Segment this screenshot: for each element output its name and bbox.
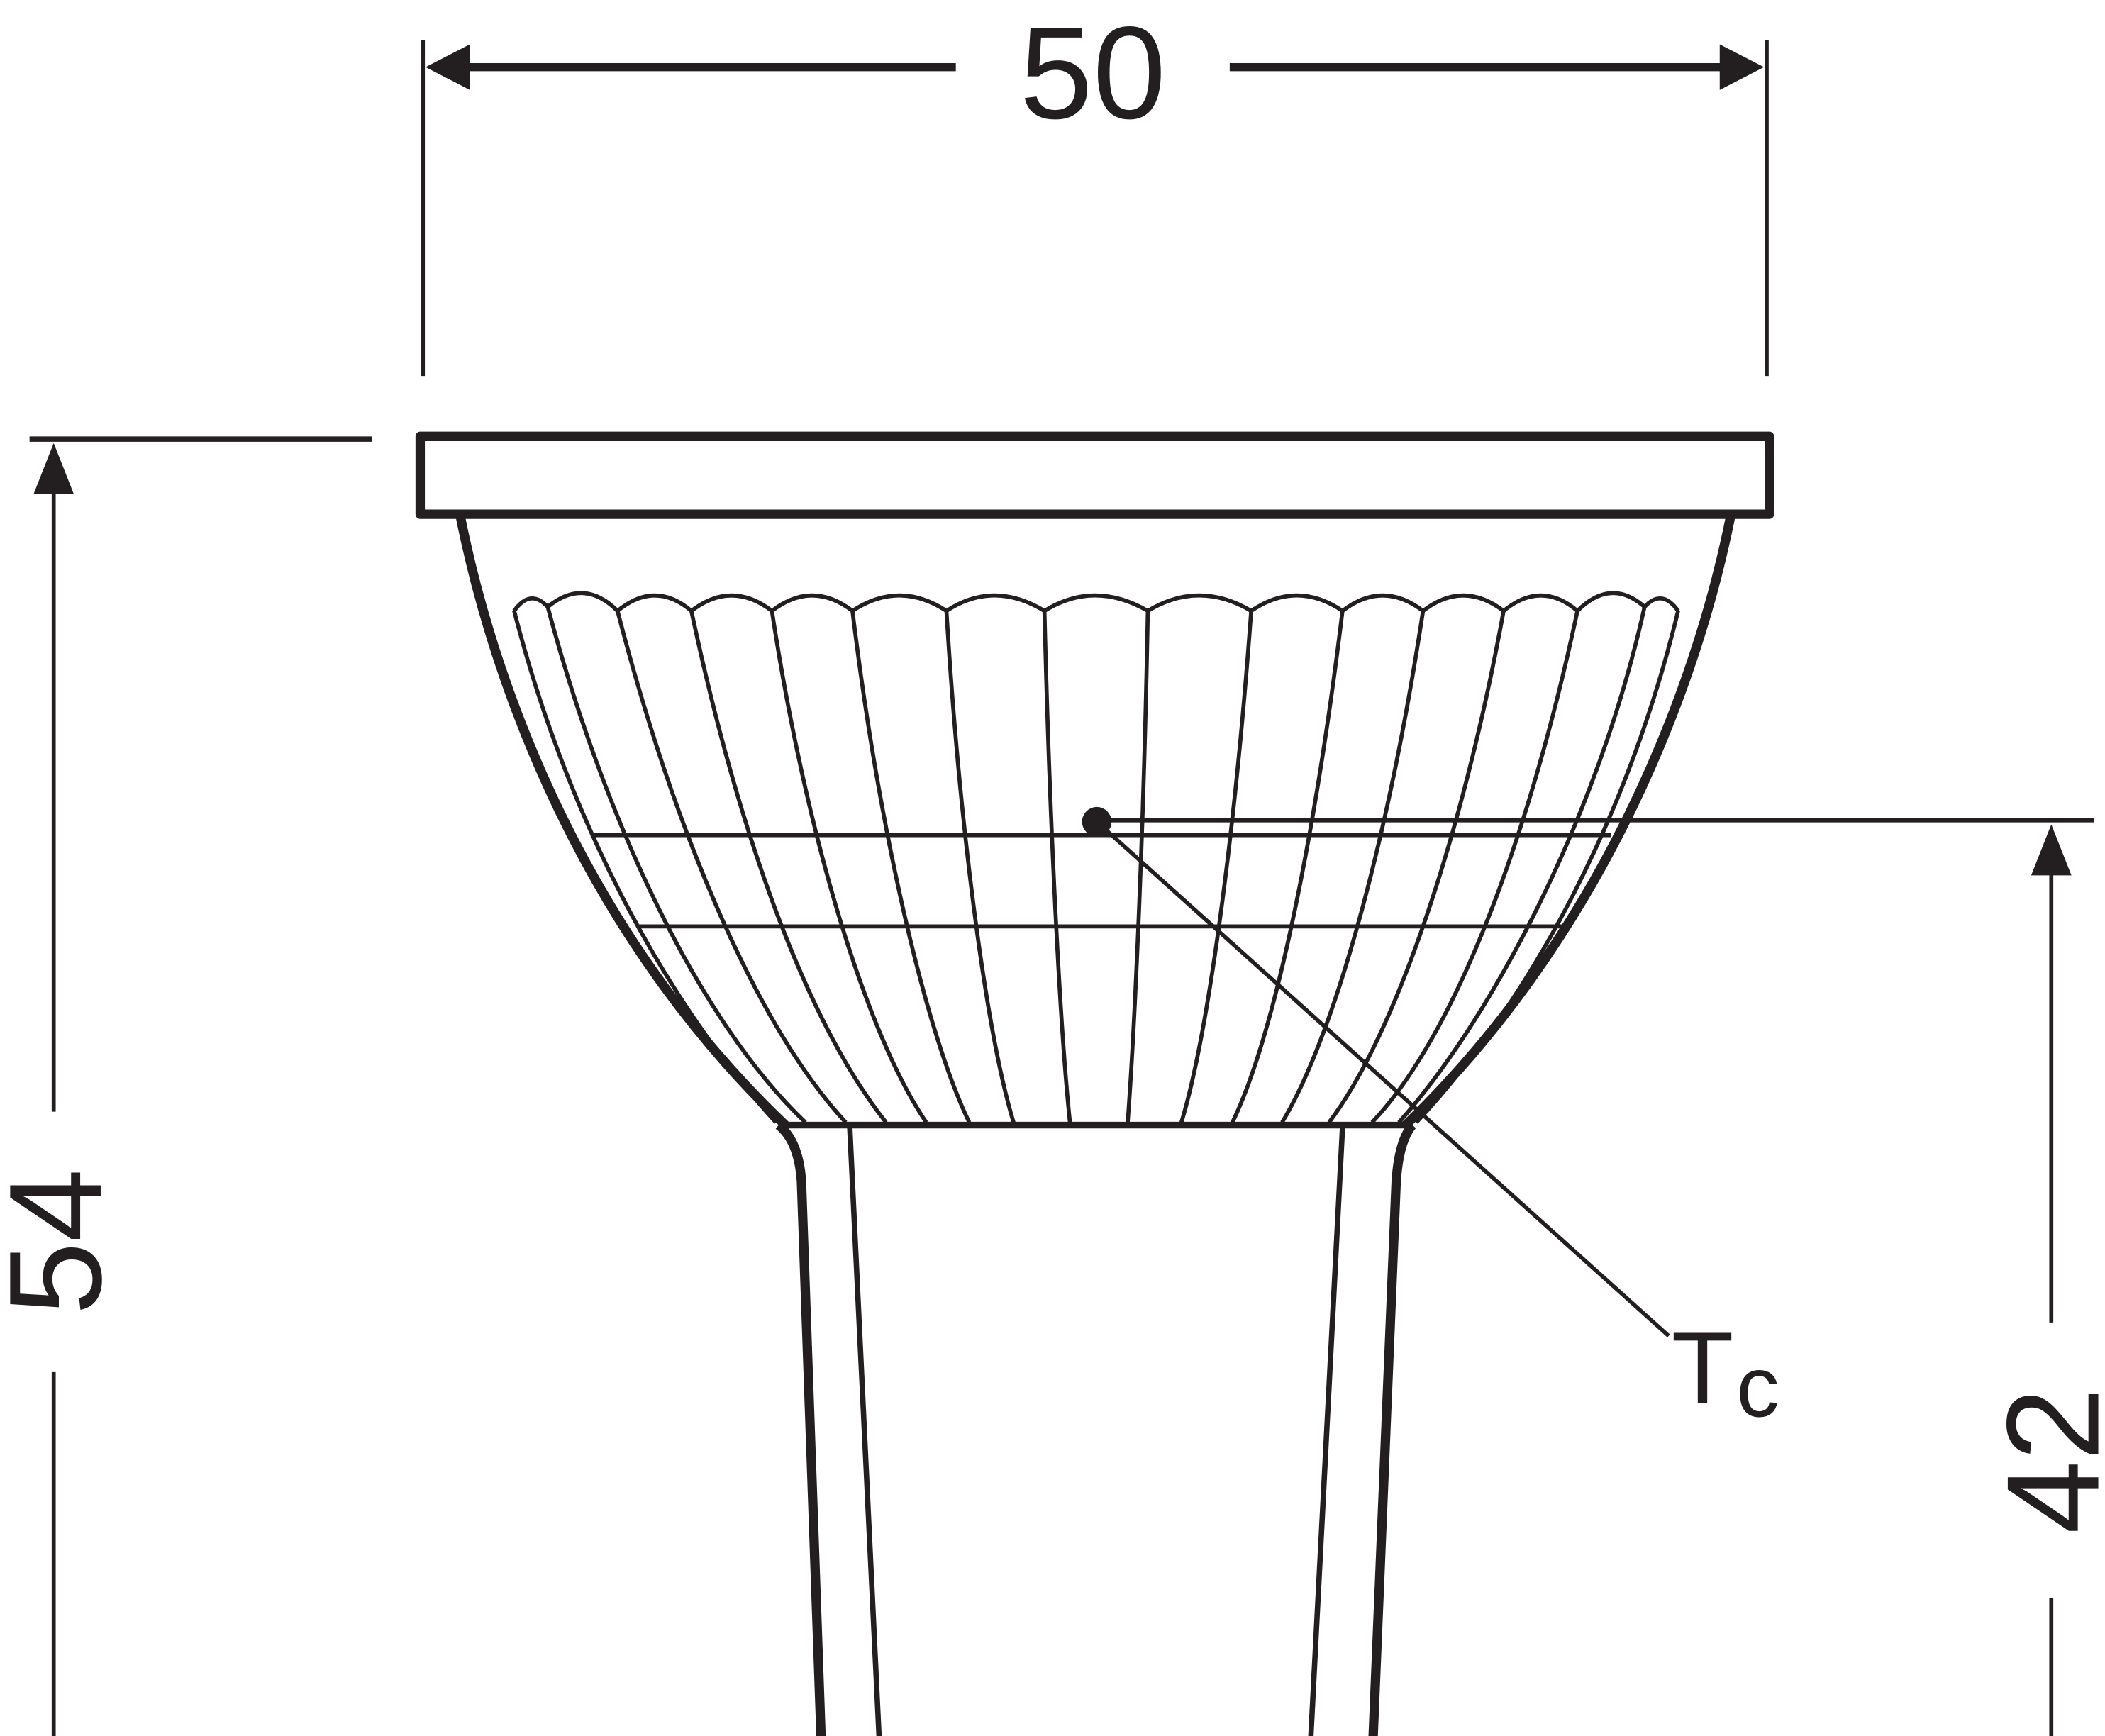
reflector-facet-scallops xyxy=(512,591,1680,613)
tc-measuring-point: Tc xyxy=(1082,806,1779,1435)
arrowhead-up-icon xyxy=(33,443,74,494)
overall-height-dimension: 54 xyxy=(0,436,372,1736)
tc-height-label: 42 xyxy=(1980,1388,2105,1534)
overall-height-label: 54 xyxy=(0,1169,129,1315)
width-dimension: 50 xyxy=(421,0,1769,377)
width-label: 50 xyxy=(1020,0,1166,147)
arrowhead-left-icon xyxy=(426,44,470,90)
base-housing-inner xyxy=(847,1128,1345,1736)
reflector-facet-ribs xyxy=(512,606,1680,1124)
tc-label-main: T xyxy=(1672,1311,1734,1425)
tc-height-dimension: 42 xyxy=(1101,818,2105,1736)
arrowhead-up-tc-icon xyxy=(2031,824,2072,876)
tc-label: Tc xyxy=(1672,1311,1779,1435)
tc-label-sub: c xyxy=(1736,1338,1779,1435)
front-glass-rim xyxy=(415,431,1774,519)
base-housing-outline xyxy=(775,1121,1416,1736)
lamp-body xyxy=(415,431,1774,1736)
arrowhead-right-icon xyxy=(1719,44,1765,90)
tc-leader-line xyxy=(1095,820,1670,1337)
